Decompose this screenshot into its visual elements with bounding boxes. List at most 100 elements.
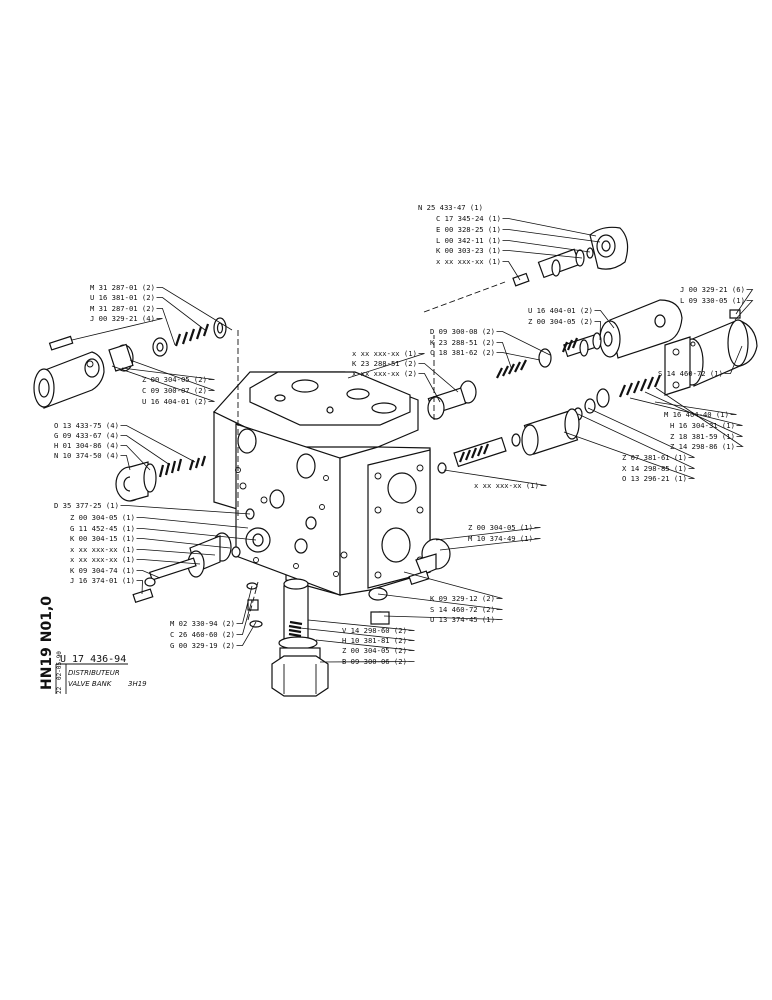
- leader-line: [496, 342, 513, 371]
- leader-line: [120, 445, 151, 471]
- leader-line: [236, 599, 253, 635]
- part-label: J 00 329-21 (6): [680, 285, 745, 294]
- leader-line: [156, 287, 233, 331]
- part-label: M 16 404-40 (1): [664, 410, 729, 419]
- part-label: G 09 433-67 (4): [54, 431, 119, 440]
- leader-line: [443, 469, 547, 486]
- right-lower-plug: [368, 538, 451, 625]
- leader-line: [315, 639, 415, 651]
- part-label: S 14 460-72 (2): [430, 605, 495, 614]
- leader-line: [734, 300, 754, 321]
- part-label: Z 00 304-05 (1): [468, 523, 533, 532]
- leader-line: [299, 627, 415, 641]
- part-label: X 14 298-85 (1): [622, 464, 687, 473]
- part-label: M 02 330-94 (2): [170, 619, 235, 628]
- doc-ref-code: HN19 N01,0: [39, 596, 55, 690]
- part-label: x xx xxx-xx (1): [70, 545, 135, 554]
- part-label: M 31 287-01 (2): [90, 283, 155, 292]
- leader-line: [120, 425, 196, 463]
- leader-line: [496, 331, 551, 356]
- leader-line: [307, 619, 415, 631]
- part-label: D 35 377-25 (1): [54, 501, 119, 510]
- leader-line: [496, 352, 541, 361]
- part-label: D 09 300-08 (2): [430, 327, 495, 336]
- part-label: x xx xxx-xx (1): [352, 349, 417, 358]
- left-cartridge: [33, 317, 227, 409]
- leader-line: [594, 321, 601, 341]
- leader-line: [136, 517, 249, 529]
- part-label: M 10 374-49 (1): [468, 534, 533, 543]
- leader-line: [502, 250, 583, 259]
- leader-line: [156, 308, 176, 346]
- doc-title-fr: DISTRIBUTEUR: [68, 669, 120, 677]
- part-label: Z 00 304-05 (2): [142, 375, 207, 384]
- leader-line: [418, 373, 441, 403]
- part-label: B 09 300-06 (2): [342, 657, 407, 666]
- leader-line: [236, 621, 257, 646]
- part-label: Z 00 304-05 (2): [528, 317, 593, 326]
- leader-line: [594, 310, 615, 329]
- part-label: U 16 404-01 (2): [528, 306, 593, 315]
- part-label: Z 14 298-86 (1): [670, 442, 735, 451]
- part-label: Z 00 304-05 (2): [342, 646, 407, 655]
- leader-line: [502, 261, 521, 281]
- part-label: O 13 433-75 (4): [54, 421, 119, 430]
- leader-line: [120, 505, 251, 515]
- title-block: HN19 N01,0 22 02-05-90 U 17 436-94 DISTR…: [39, 596, 147, 694]
- part-label: H 01 304-86 (4): [54, 441, 119, 450]
- part-label: K 00 304-15 (1): [70, 534, 135, 543]
- leader-line: [136, 570, 161, 579]
- part-label: J 00 329-21 (4): [90, 314, 155, 323]
- leader-line: [377, 593, 503, 610]
- part-label: M 31 287-01 (2): [90, 304, 155, 313]
- doc-model: 3H19: [128, 680, 147, 688]
- leader-line: [136, 549, 216, 556]
- part-label: E 00 328-25 (1): [436, 225, 501, 234]
- part-label: C 17 345-24 (1): [436, 214, 501, 223]
- part-label: U 13 374-45 (1): [430, 615, 495, 624]
- leader-line: [502, 218, 597, 237]
- leader-line: [563, 431, 695, 479]
- doc-part-number: U 17 436-94: [60, 654, 126, 665]
- part-label: L 09 330-05 (1): [680, 296, 745, 305]
- leader-line: [502, 240, 591, 253]
- part-label: H 16 304-31 (1): [670, 421, 735, 430]
- part-label: K 09 304-74 (1): [70, 566, 135, 575]
- part-label: O 13 296-21 (1): [622, 474, 687, 483]
- part-label: S 14 460-72 (1): [658, 369, 723, 378]
- part-label: K 09 329-12 (2): [430, 594, 495, 603]
- part-label: N 10 374-50 (4): [54, 451, 119, 460]
- part-label: K 00 303-23 (1): [436, 246, 501, 255]
- leader-line: [129, 359, 215, 391]
- part-label: Z 18 381-59 (1): [670, 432, 735, 441]
- part-label: U 16 404-01 (2): [142, 397, 207, 406]
- leader-line: [236, 585, 253, 624]
- doc-date-index: 22: [56, 686, 63, 694]
- part-label: G 11 452-45 (1): [70, 524, 135, 533]
- part-label: C 26 460-60 (2): [170, 630, 235, 639]
- part-label: C 09 300-07 (2): [142, 386, 207, 395]
- part-label: L 00 342-11 (1): [436, 236, 501, 245]
- leader-line: [136, 528, 257, 541]
- leader-line: [587, 407, 695, 458]
- callout-leaders: [71, 218, 754, 663]
- part-labels: N 25 433-47 (1) C 17 345-24 (1) E 00 328-2…: [54, 203, 745, 666]
- part-label: H 10 381-81 (2): [342, 636, 407, 645]
- leader-line: [735, 289, 754, 315]
- part-label: Z 07 381-61 (1): [622, 453, 687, 462]
- lower-right-spool: [437, 408, 580, 474]
- part-label: N 25 433-47 (1): [418, 203, 483, 212]
- doc-date: 02-05-90: [56, 651, 63, 680]
- part-label: K 23 288-51 (2): [352, 359, 417, 368]
- leader-line: [120, 435, 171, 466]
- part-label: C 18 381-62 (2): [430, 348, 495, 357]
- leader-line: [71, 318, 163, 341]
- leader-line: [418, 363, 459, 393]
- leader-line: [403, 571, 503, 599]
- leader-line: [577, 413, 695, 469]
- part-label: K 23 288-51 (2): [430, 338, 495, 347]
- leader-line: [121, 367, 215, 380]
- part-label: V 14 298-60 (2): [342, 626, 407, 635]
- doc-title-en: VALVE BANK: [68, 680, 113, 688]
